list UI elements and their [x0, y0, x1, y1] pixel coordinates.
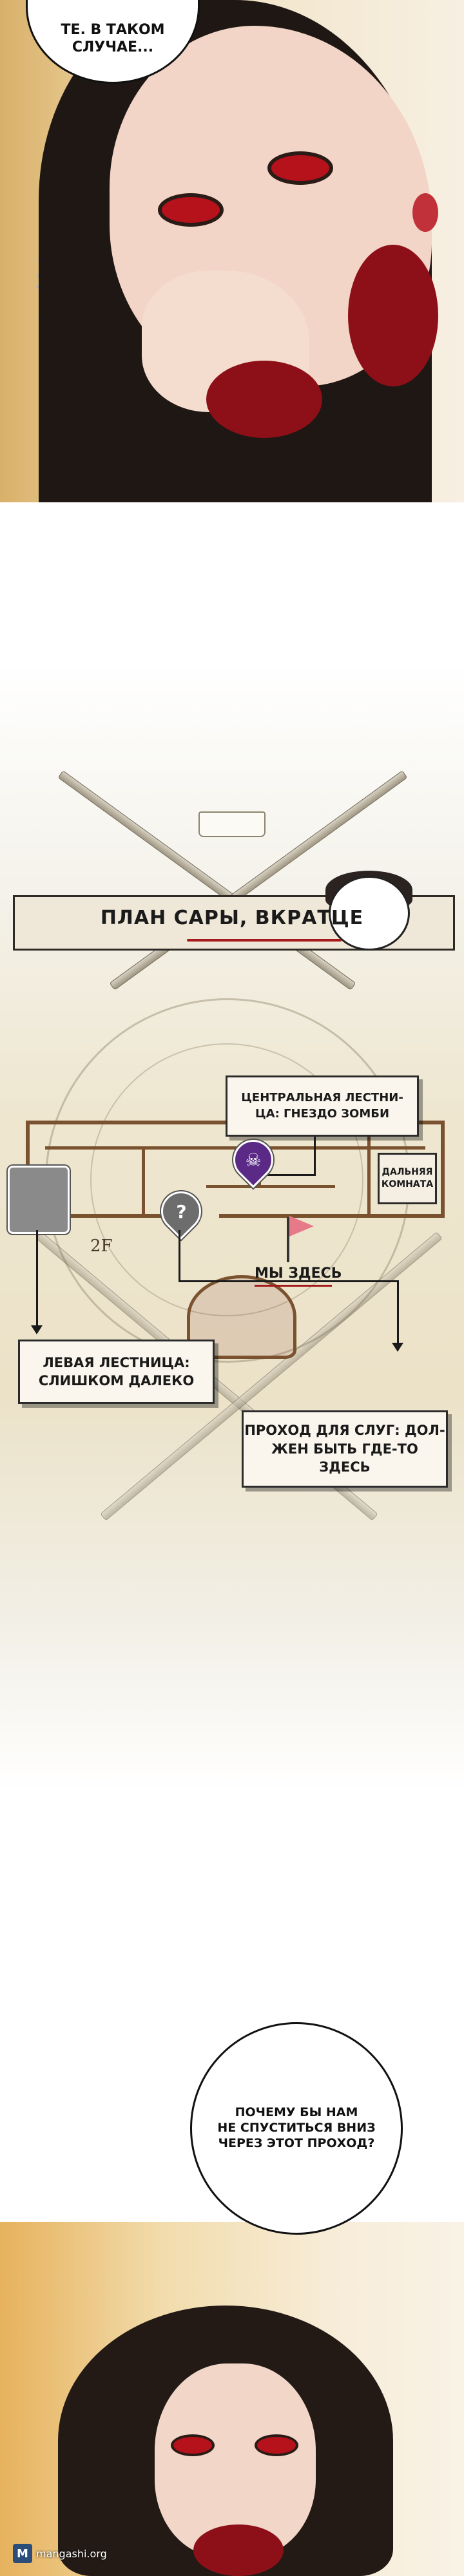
building-pin-icon	[8, 1166, 70, 1234]
central-stairs-label: ЦЕНТРАЛЬНАЯ ЛЕСТНИ- ЦА: ГНЕЗДО ЗОМБИ	[241, 1091, 403, 1121]
red-ruffle	[206, 361, 322, 438]
red-ruffle	[193, 2524, 284, 2576]
earring	[412, 193, 438, 232]
floor-indicator: 2F	[90, 1236, 113, 1256]
far-room-label: ДАЛЬНЯЯ КОМНАТА	[381, 1167, 434, 1189]
left-red-eye	[171, 2434, 215, 2456]
panel-question	[0, 2222, 464, 2576]
map-wall	[367, 1121, 371, 1217]
map-wall	[26, 1214, 193, 1218]
site-logo-icon: M	[13, 2544, 32, 2563]
plan-title: ПЛАН САРЫ, ВКРАТЦЕ	[100, 907, 364, 929]
speech-bubble: ПОЧЕМУ БЫ НАМ НЕ СПУСТИТЬСЯ ВНИЗ ЧЕРЕЗ Э…	[190, 2022, 403, 2235]
panel-plan-map: ПЛАН САРЫ, ВКРАТЦЕ ДАЛЬНЯЯ КОМНАТА 2F	[0, 663, 464, 1790]
connector-line	[179, 1230, 180, 1282]
connector-line	[314, 1137, 316, 1175]
question-icon: ?	[175, 1200, 187, 1222]
title-banner: ПЛАН САРЫ, ВКРАТЦЕ	[0, 871, 464, 972]
red-underline	[187, 939, 342, 942]
servant-passage-note: ПРОХОД ДЛЯ СЛУГ: ДОЛ- ЖЕН БЫТЬ ГДЕ-ТО ЗД…	[242, 1410, 448, 1488]
map-wall	[142, 1146, 145, 1217]
speech-text: ТЕ. В ТАКОМ СЛУЧАЕ...	[61, 21, 165, 56]
right-red-eye	[267, 151, 333, 185]
here-underline	[255, 1285, 332, 1287]
right-red-eye	[255, 2434, 298, 2456]
connector-line	[251, 1174, 316, 1176]
skull-icon: ☠	[245, 1149, 262, 1171]
red-ruffle	[348, 245, 438, 386]
we-are-here-label: МЫ ЗДЕСЬ	[255, 1265, 342, 1282]
panel-villainess-closeup: コホン ТЕ. В ТАКОМ СЛУЧАЕ...	[0, 0, 464, 502]
map-wall	[206, 1185, 335, 1188]
arrow-head	[31, 1325, 43, 1334]
here-flag-icon	[289, 1216, 314, 1236]
left-red-eye	[158, 193, 224, 227]
connector-line	[36, 1230, 38, 1327]
left-stairs-label: ЛЕВАЯ ЛЕСТНИЦА: СЛИШКОМ ДАЛЕКО	[38, 1354, 195, 1388]
central-stairs-note: ЦЕНТРАЛЬНАЯ ЛЕСТНИ- ЦА: ГНЕЗДО ЗОМБИ	[226, 1075, 419, 1137]
crown-icon	[198, 811, 266, 837]
chibi-sara-icon	[329, 876, 410, 951]
left-stairs-note: ЛЕВАЯ ЛЕСТНИЦА: СЛИШКОМ ДАЛЕКО	[18, 1340, 215, 1404]
map-wall	[219, 1214, 445, 1218]
arrow-head	[392, 1343, 403, 1352]
speech-text: ПОЧЕМУ БЫ НАМ НЕ СПУСТИТЬСЯ ВНИЗ ЧЕРЕЗ Э…	[217, 2105, 376, 2150]
servant-passage-label: ПРОХОД ДЛЯ СЛУГ: ДОЛ- ЖЕН БЫТЬ ГДЕ-ТО ЗД…	[244, 1423, 445, 1475]
site-name: mangashi.org	[36, 2547, 107, 2560]
map-wall	[45, 1146, 425, 1150]
site-watermark: M mangashi.org	[13, 2544, 107, 2563]
connector-line	[179, 1280, 398, 1282]
far-room: ДАЛЬНЯЯ КОМНАТА	[378, 1153, 437, 1204]
map-wall	[441, 1121, 445, 1217]
connector-line	[397, 1280, 399, 1345]
flag-pole	[287, 1217, 289, 1262]
